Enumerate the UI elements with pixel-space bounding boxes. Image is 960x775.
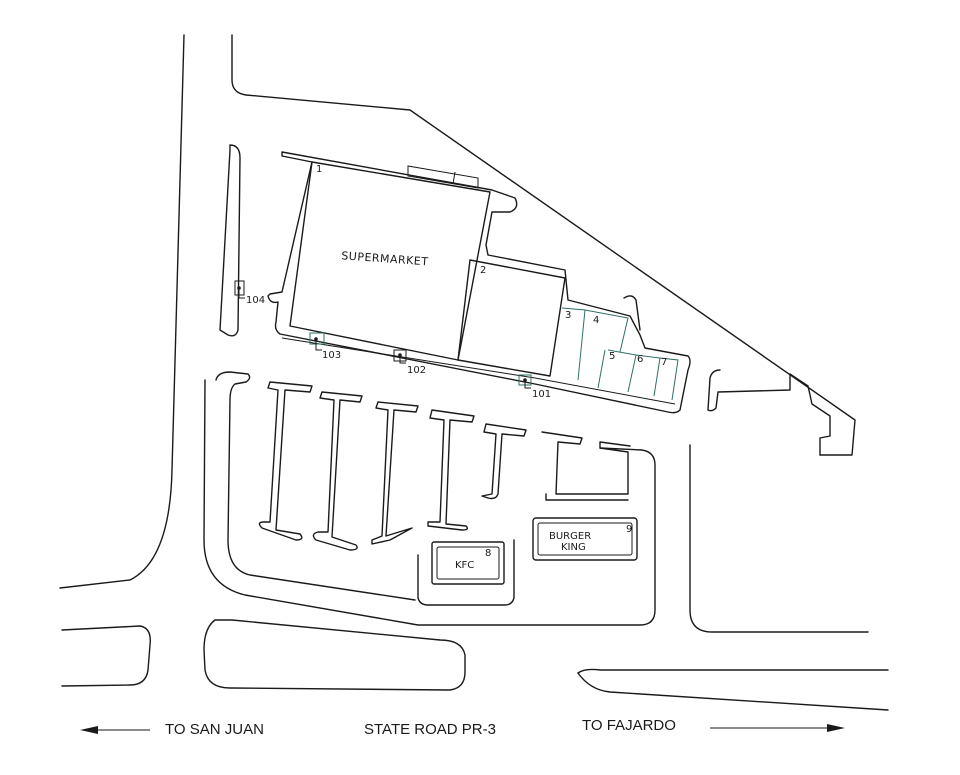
unit-number-6: 6 bbox=[637, 354, 643, 365]
sign-label-104: 104 bbox=[246, 295, 265, 306]
unit-number-5: 5 bbox=[609, 351, 615, 362]
parking-islands bbox=[258, 381, 631, 551]
sign-label-103: 103 bbox=[322, 350, 341, 361]
sign-marker-101 bbox=[518, 374, 532, 389]
unit-number-2: 2 bbox=[480, 265, 486, 276]
northeast-building bbox=[707, 369, 831, 456]
sign-label-102: 102 bbox=[407, 365, 426, 376]
arrow-east-icon bbox=[710, 724, 845, 732]
road-label-west: TO SAN JUAN bbox=[165, 721, 264, 738]
unit-number-3: 3 bbox=[565, 310, 571, 321]
kfc-label: KFC bbox=[455, 560, 474, 571]
direction-arrows bbox=[80, 724, 845, 734]
kfc-outparcel bbox=[417, 539, 515, 606]
unit-number-7: 7 bbox=[661, 357, 667, 368]
supermarket-label: SUPERMARKET bbox=[341, 249, 429, 268]
sign-marker-102 bbox=[393, 349, 407, 364]
sign-label-101: 101 bbox=[532, 389, 551, 400]
sign-marker-103 bbox=[309, 332, 325, 351]
sign-markers bbox=[234, 280, 532, 389]
arrow-west-icon bbox=[80, 726, 150, 734]
unit-number-4: 4 bbox=[593, 315, 599, 326]
burger-king-label-line2: KING bbox=[561, 542, 586, 553]
road-name-label: STATE ROAD PR-3 bbox=[364, 721, 496, 738]
unit-number-9: 9 bbox=[626, 524, 632, 535]
unit-number-1: 1 bbox=[316, 164, 322, 175]
sign-marker-104 bbox=[234, 280, 245, 299]
road-label-east: TO FAJARDO bbox=[582, 717, 676, 734]
burger-king-label-line1: BURGER bbox=[549, 531, 591, 542]
shopping-center-building bbox=[267, 151, 691, 414]
road-edges bbox=[59, 34, 889, 711]
unit-number-8: 8 bbox=[485, 548, 491, 559]
burger-king-outparcel bbox=[532, 517, 638, 561]
